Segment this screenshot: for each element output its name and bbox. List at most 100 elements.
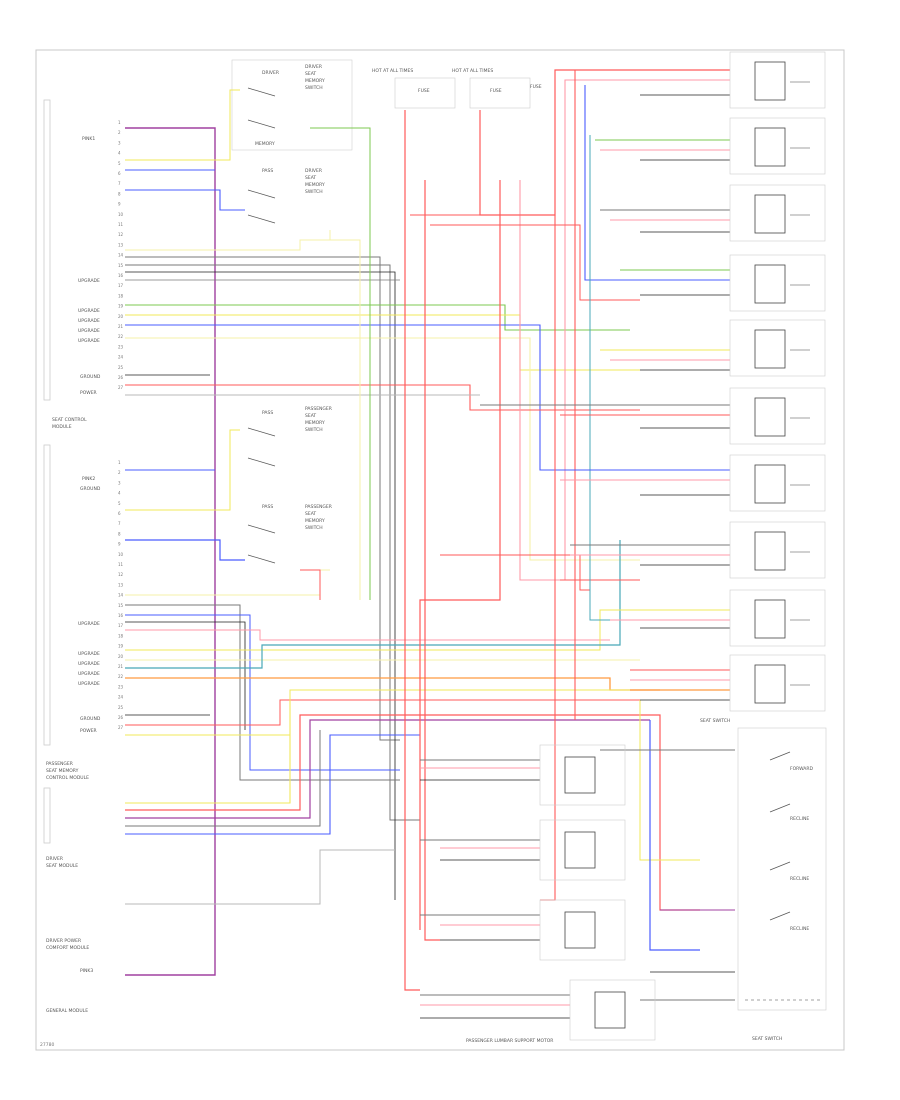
left-module-lower: PASSENGER SEAT MEMORY CONTROL MODULE DRI… <box>43 761 93 1014</box>
pin-number: 12 <box>118 572 124 577</box>
footer-code: 27780 <box>40 1042 54 1048</box>
seat-motor <box>539 899 626 961</box>
svg-text:MEMORY: MEMORY <box>305 518 325 524</box>
pin-number: 17 <box>118 283 124 288</box>
svg-text:PASS: PASS <box>262 410 273 416</box>
svg-text:MEMORY: MEMORY <box>305 182 325 188</box>
pin-number: 16 <box>118 273 124 278</box>
seat-motor <box>729 521 826 579</box>
yellow-wire <box>125 89 240 161</box>
yellow-wire <box>125 337 640 561</box>
seat-motor <box>729 589 826 647</box>
svg-text:UPGRADE: UPGRADE <box>78 651 100 657</box>
pin-number: 25 <box>118 365 124 370</box>
red-wire <box>440 554 590 591</box>
pin-number: 11 <box>118 562 124 567</box>
svg-text:COMFORT MODULE: COMFORT MODULE <box>46 945 89 951</box>
seat-motor <box>729 319 826 377</box>
svg-text:HOT AT ALL TIMES: HOT AT ALL TIMES <box>372 68 413 74</box>
svg-text:SWITCH: SWITCH <box>305 189 323 195</box>
svg-text:GROUND: GROUND <box>80 716 101 722</box>
blue-wire <box>125 189 245 211</box>
pin-number: 23 <box>118 684 124 689</box>
svg-text:DRIVER: DRIVER <box>46 856 63 862</box>
svg-text:CONTROL MODULE: CONTROL MODULE <box>46 775 89 781</box>
svg-text:SWITCH: SWITCH <box>305 525 323 531</box>
svg-text:PASSENGER LUMBAR SUPPORT MOTOR: PASSENGER LUMBAR SUPPORT MOTOR <box>466 1038 553 1044</box>
yellow-wire <box>125 230 331 251</box>
svg-text:UPGRADE: UPGRADE <box>78 661 100 667</box>
teal-wire <box>589 135 630 621</box>
pin-number: 4 <box>118 151 121 156</box>
svg-text:RECLINE: RECLINE <box>790 876 809 882</box>
pink-wire <box>125 629 610 641</box>
svg-text:FUSE: FUSE <box>418 88 430 94</box>
seat-motor <box>539 819 626 881</box>
seat-motor <box>539 744 626 806</box>
svg-text:SEAT MODULE: SEAT MODULE <box>46 863 78 869</box>
gray-wire <box>125 604 400 781</box>
pin-number: 26 <box>118 375 124 380</box>
pin-number: 24 <box>118 355 124 360</box>
fuse-block: HOT AT ALL TIMES HOT AT ALL TIMES FUSE F… <box>372 68 542 109</box>
pin-number: 27 <box>118 725 124 730</box>
svg-text:SEAT: SEAT <box>305 511 316 517</box>
pin-number: 18 <box>118 633 124 638</box>
pin-number: 7 <box>118 521 121 526</box>
pin-number: 21 <box>118 324 124 329</box>
svg-text:UPGRADE: UPGRADE <box>78 681 100 687</box>
pin-number: 11 <box>118 222 124 227</box>
svg-text:SEAT MEMORY: SEAT MEMORY <box>46 768 79 774</box>
svg-text:UPGRADE: UPGRADE <box>78 308 100 314</box>
left-module-top: PINK1 UPGRADE UPGRADE UPGRADE UPGRADE UP… <box>43 99 101 430</box>
seat-motor <box>729 387 826 445</box>
pin-number: 16 <box>118 613 124 618</box>
red-wire <box>430 224 640 301</box>
pin-number: 5 <box>118 161 121 166</box>
pin-number: 27 <box>118 385 124 390</box>
yellow-wire <box>125 429 240 511</box>
svg-text:UPGRADE: UPGRADE <box>78 278 100 284</box>
pin-number: 7 <box>118 181 121 186</box>
black-wire <box>125 621 246 730</box>
pin-number: 5 <box>118 501 121 506</box>
pin-number: 13 <box>118 582 124 587</box>
svg-text:UPGRADE: UPGRADE <box>78 621 100 627</box>
svg-text:SEAT: SEAT <box>305 175 316 181</box>
diagram-border <box>35 49 845 1051</box>
svg-text:RECLINE: RECLINE <box>790 926 809 932</box>
svg-text:DRIVER POWER: DRIVER POWER <box>46 938 81 944</box>
seat-motor <box>569 979 656 1041</box>
svg-text:POWER: POWER <box>80 390 97 396</box>
svg-text:GROUND: GROUND <box>80 486 101 492</box>
seat-motor <box>729 454 826 512</box>
pin-number: 6 <box>118 171 121 176</box>
svg-text:UPGRADE: UPGRADE <box>78 671 100 677</box>
seat-motor <box>729 117 826 175</box>
red-wire <box>125 699 640 726</box>
pin-number: 12 <box>118 232 124 237</box>
seat-motor <box>729 654 826 712</box>
red-wire <box>300 569 321 600</box>
svg-text:MEMORY: MEMORY <box>305 78 325 84</box>
red-wire <box>404 110 420 991</box>
red-wire <box>125 714 700 911</box>
orange-wire <box>125 677 660 691</box>
pin-number: 6 <box>118 511 121 516</box>
svg-text:SEAT SWITCH: SEAT SWITCH <box>752 1036 782 1042</box>
right-components <box>729 51 826 712</box>
svg-text:MODULE: MODULE <box>52 424 72 430</box>
blue-wire <box>125 734 420 835</box>
svg-text:MEMORY: MEMORY <box>255 141 275 147</box>
svg-text:SEAT: SEAT <box>305 71 316 77</box>
pin-number: 23 <box>118 344 124 349</box>
yellow-wire <box>125 569 330 596</box>
svg-text:DRIVER: DRIVER <box>262 70 279 76</box>
teal-wire <box>125 540 621 669</box>
driver-memory-switch-top: DRIVER DRIVER SEAT MEMORY SWITCH MEMORY … <box>231 59 353 224</box>
svg-text:PINK3: PINK3 <box>80 968 93 974</box>
svg-text:PASSENGER: PASSENGER <box>305 406 332 412</box>
pin-number: 22 <box>118 334 124 339</box>
pin-number: 20 <box>118 314 124 319</box>
